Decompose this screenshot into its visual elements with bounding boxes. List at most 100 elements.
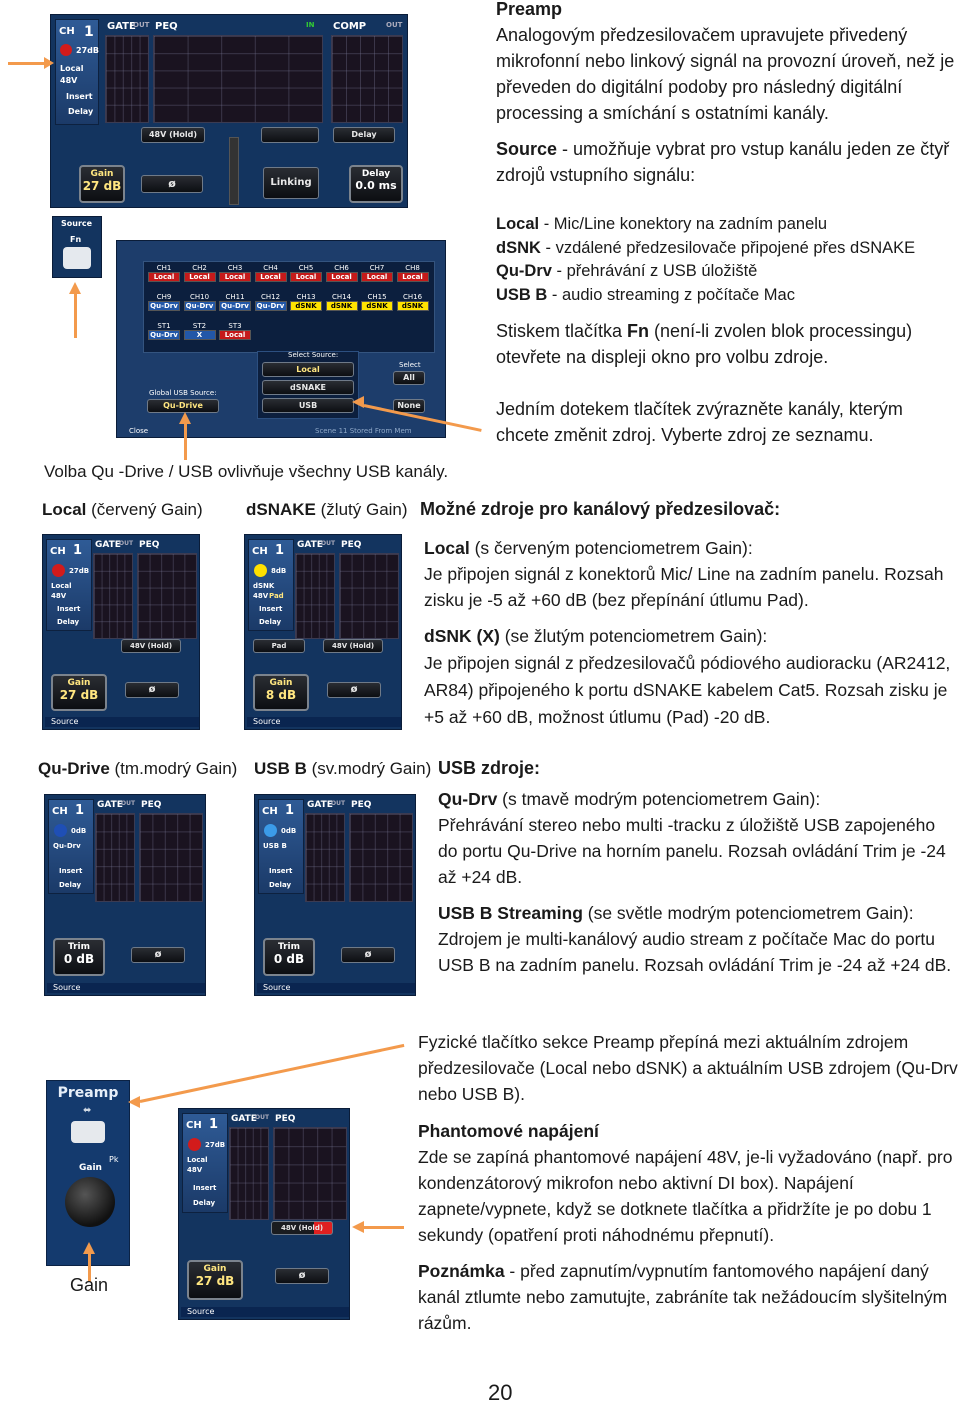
channel-source-tag: dSNK xyxy=(361,301,393,311)
gain-knob-red[interactable] xyxy=(60,44,72,56)
caption-local: Local (červený Gain) xyxy=(42,500,203,519)
mini-gate-graph[interactable] xyxy=(229,1127,269,1220)
mini-v48: 48V xyxy=(253,592,269,600)
mini-source-label[interactable]: Source xyxy=(247,717,401,727)
mini-gain-knob[interactable] xyxy=(254,564,267,577)
mini-pad-button[interactable]: Pad xyxy=(253,639,305,653)
global-usb-button[interactable]: Qu-Drive xyxy=(147,399,219,413)
mini-delay: Delay xyxy=(269,881,292,889)
select-none-button[interactable]: None xyxy=(393,399,425,413)
source-button-panel[interactable]: Source Fn xyxy=(52,216,102,278)
caption-usbb: USB B (sv.modrý Gain) xyxy=(254,759,432,778)
source-option-local[interactable]: Local xyxy=(262,362,354,377)
mini-gain-knob[interactable] xyxy=(52,564,65,577)
preamp-strip: Preamp ⬌ Pk Gain xyxy=(46,1080,130,1266)
mini-48v-button[interactable]: 48V (Hold) xyxy=(121,639,181,653)
mini-peq-graph[interactable] xyxy=(273,1127,347,1220)
mini-peq-label: PEQ xyxy=(351,800,372,810)
mini-peq-graph[interactable] xyxy=(349,813,413,902)
mini-gain-value: 0 dB xyxy=(273,952,305,966)
mini-ch-number: 1 xyxy=(75,803,85,818)
mini-48v-button[interactable]: 48V (Hold) xyxy=(271,1221,333,1235)
mini-gain-knob[interactable] xyxy=(264,824,277,837)
mini-gate-graph[interactable] xyxy=(305,813,345,902)
comp-graph[interactable] xyxy=(331,35,403,123)
phantom-48v-button[interactable]: 48V (Hold) xyxy=(141,127,205,143)
mini-peq-graph[interactable] xyxy=(339,553,399,639)
mini-source-label[interactable]: Source xyxy=(181,1307,349,1317)
gain-strip-label: Gain xyxy=(79,1163,102,1173)
mini-phase-button[interactable]: ø xyxy=(327,682,381,698)
mini-source-label[interactable]: Source xyxy=(257,983,415,993)
source-option-usb[interactable]: USB xyxy=(262,398,354,413)
fn-button[interactable] xyxy=(63,247,91,269)
mini-gain-knob[interactable] xyxy=(188,1138,201,1151)
mini-ch-number: 1 xyxy=(73,543,83,558)
channel-source-tag: Local xyxy=(219,272,251,282)
mini-peq-graph[interactable] xyxy=(137,553,197,639)
peq-graph[interactable] xyxy=(153,35,323,123)
delay-box[interactable]: Delay 0.0 ms xyxy=(349,165,403,203)
source-option-dsnake[interactable]: dSNAKE xyxy=(262,380,354,395)
linking-button[interactable]: Linking xyxy=(263,167,319,199)
gate-graph[interactable] xyxy=(105,35,149,123)
channel-name: CH4 xyxy=(263,264,278,272)
gate-out-label: OUT xyxy=(133,21,150,29)
mini-phase-button[interactable]: ø xyxy=(275,1268,329,1284)
mini-peq-graph[interactable] xyxy=(139,813,203,902)
channel-box[interactable]: CH 1 27dB Local 48V Insert Delay xyxy=(55,19,99,125)
mini-phase-button[interactable]: ø xyxy=(131,947,185,963)
phase-button[interactable]: ø xyxy=(141,175,203,193)
mini-source-label[interactable]: Source xyxy=(45,717,199,727)
mini-gain-knob[interactable] xyxy=(54,824,67,837)
mini-48v-button[interactable]: 48V (Hold) xyxy=(323,639,383,653)
mini-gate-graph[interactable] xyxy=(95,813,135,902)
gain-box[interactable]: Gain 27 dB xyxy=(79,165,125,203)
fader-track[interactable] xyxy=(229,137,239,205)
mini-gate-graph[interactable] xyxy=(93,553,133,639)
mini-insert: Insert xyxy=(259,605,283,613)
preamp-source-button[interactable] xyxy=(71,1121,105,1143)
mini-gate-graph[interactable] xyxy=(295,553,335,639)
blank-button[interactable] xyxy=(261,127,319,143)
gain-box-value: 27 dB xyxy=(82,179,122,193)
delay-button[interactable]: Delay xyxy=(333,127,395,143)
mini-source-label[interactable]: Source xyxy=(47,983,205,993)
gain-rotary-knob[interactable] xyxy=(65,1177,115,1227)
mini-phase-button[interactable]: ø xyxy=(125,682,179,698)
mini-phase-button[interactable]: ø xyxy=(341,947,395,963)
arrow-to-preamp-button xyxy=(139,1043,405,1103)
close-button[interactable]: Close xyxy=(129,427,149,435)
select-all-button[interactable]: All xyxy=(393,371,425,385)
